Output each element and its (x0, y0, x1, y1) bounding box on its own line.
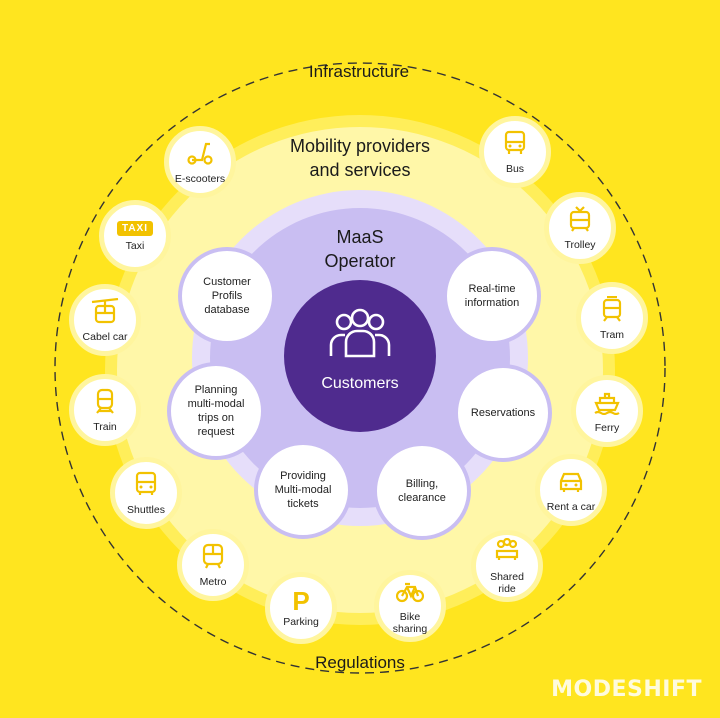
ferry-icon (593, 389, 621, 420)
service-label-line: trips on (197, 412, 235, 424)
service-label-line: Providing (280, 470, 326, 482)
train-icon (91, 388, 119, 419)
provider-label: Bus (505, 162, 525, 175)
service-label-line: Multi-modal (274, 484, 332, 496)
taxi-icon: TAXI (116, 220, 154, 236)
provider-label: Rent a car (546, 500, 596, 513)
provider-shuttles: Shuttles (110, 457, 182, 529)
provider-label: E-scooters (174, 172, 226, 185)
service-label-line: Customer (203, 276, 251, 288)
provider-label-line: Bike (399, 610, 421, 623)
shared-ride-icon (493, 537, 521, 569)
service-label-line: Planning (194, 384, 238, 396)
metro-icon (199, 543, 227, 574)
operator-title-line2: Operator (324, 251, 395, 271)
infrastructure-boundary (54, 62, 666, 674)
service-label-line: database (204, 304, 250, 316)
provider-e-scooters: E-scooters (164, 126, 236, 198)
infrastructure-label: Infrastructure (309, 62, 409, 81)
provider-trolley: Trolley (544, 192, 616, 264)
providers-title-line1: Mobility providers (290, 136, 430, 156)
bike-icon (395, 578, 425, 609)
provider-label: Train (93, 420, 117, 433)
shuttle-icon (132, 471, 160, 502)
provider-label: Metro (199, 575, 227, 588)
brand-logo: MODESHIFT (551, 677, 702, 702)
provider-bus: Bus (479, 116, 551, 188)
provider-label-line: sharing (392, 622, 428, 635)
service-label-line: Real-time (468, 283, 516, 295)
parking-icon: P (292, 586, 310, 616)
service-label-line: multi-modal (187, 398, 245, 410)
service-label-line: tickets (287, 498, 319, 510)
customers-icon (329, 308, 391, 358)
trolley-icon (566, 205, 594, 237)
regulations-label: Regulations (315, 653, 405, 672)
tram-icon (598, 295, 626, 327)
provider-label: Ferry (594, 421, 620, 434)
providers-title-line2: and services (309, 160, 410, 180)
service-label-line: Reservations (470, 407, 536, 419)
service-label-line: Billing, (405, 478, 439, 490)
service-label-line: request (197, 426, 235, 438)
car-icon (557, 468, 585, 499)
provider-train: Train (69, 374, 141, 446)
customers-label: Customers (321, 375, 398, 392)
service-label-line: clearance (398, 492, 446, 504)
provider-label: Taxi (125, 239, 145, 252)
cable-car-icon (91, 297, 119, 329)
operator-title-line1: MaaS (336, 227, 383, 247)
bus-icon (501, 130, 529, 161)
service-billing-clearance: Billing, clearance (373, 442, 471, 540)
provider-label: Parking (283, 616, 319, 628)
service-label-line: Profils (211, 290, 243, 302)
provider-taxi: TAXI Taxi (99, 200, 171, 272)
provider-label-line: ride (498, 582, 516, 595)
provider-label: Shuttles (127, 503, 165, 516)
provider-label: Trolley (564, 238, 596, 251)
service-label-line: information (464, 297, 520, 309)
provider-cabel-car: Cabel car (69, 284, 141, 356)
provider-tram: Tram (576, 282, 648, 354)
service-real-time-information: Real-time information (443, 247, 541, 345)
service-reservations: Reservations (454, 364, 552, 462)
provider-label-line: Shared (490, 570, 524, 583)
provider-metro: Metro (177, 529, 249, 601)
provider-ferry: Ferry (571, 375, 643, 447)
provider-rent-a-car: Rent a car (535, 454, 607, 526)
scooter-icon (186, 140, 214, 171)
provider-label: Cabel car (82, 330, 128, 343)
service-planning-multi-modal-trips: Planning multi-modal trips on request (167, 362, 265, 460)
provider-label: Tram (599, 328, 625, 341)
